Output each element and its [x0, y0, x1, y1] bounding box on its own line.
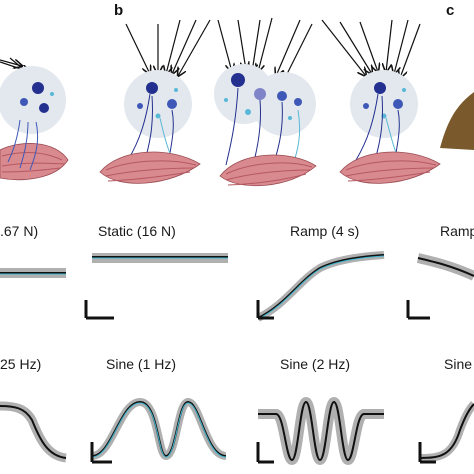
trace-sine-partial [0, 401, 67, 463]
trace-label-ramp-partial: Ramp [440, 223, 474, 239]
motor-neuron [155, 113, 161, 119]
motor-neuron [174, 88, 178, 92]
trace-ramp-partial [416, 253, 474, 281]
trace-label-sine-1hz: Sine (1 Hz) [106, 356, 176, 372]
trace-label-sine-right: Sine [444, 356, 472, 372]
panel-a-partial: d t [0, 57, 69, 181]
muscle [339, 151, 441, 184]
motor-neuron [224, 98, 228, 102]
motor-neuron [167, 99, 177, 109]
motor-pool-2 [214, 17, 317, 187]
panel-c-illustration [440, 92, 474, 150]
motor-pool-circle [0, 66, 66, 134]
trace-static-16n [92, 253, 228, 263]
muscle [0, 119, 69, 181]
scale-bars [84, 300, 436, 464]
trace-sine-2hz [258, 396, 384, 466]
motor-neuron [294, 98, 302, 106]
motor-neuron [393, 99, 403, 109]
trace-label-static-partial: .67 N) [0, 223, 38, 239]
motor-neuron [39, 103, 49, 113]
trace-label-ramp-4s: Ramp (4 s) [290, 223, 359, 239]
motor-neuron [402, 88, 406, 92]
trace-label-sine-partial: 25 Hz) [0, 356, 41, 372]
motor-neuron [374, 82, 386, 94]
motor-neuron [20, 98, 28, 106]
muscle [99, 151, 201, 184]
motor-neuron [146, 82, 158, 94]
motor-neuron [32, 82, 44, 94]
motor-neuron [288, 116, 292, 120]
trace-sine-right [419, 401, 474, 462]
trace-ramp-4s [256, 251, 385, 322]
motor-neuron [363, 103, 369, 109]
trace-sine-1hz [91, 397, 227, 461]
trace-static-partial [0, 268, 66, 278]
motor-neuron [245, 109, 251, 115]
motor-neuron [231, 73, 245, 87]
panel-letter-c: c [446, 2, 454, 19]
motor-neuron [137, 103, 143, 109]
motor-pool-circle [252, 72, 316, 136]
motor-neuron [50, 92, 54, 96]
motor-neuron [254, 88, 266, 100]
motor-pool-3 [321, 19, 441, 184]
motor-pool-circle [350, 70, 418, 138]
panel-letter-b: b [114, 2, 123, 19]
trace-label-sine-2hz: Sine (2 Hz) [280, 356, 350, 372]
motor-pool-circle [124, 70, 192, 138]
motor-pool-1 [99, 19, 211, 184]
motor-neuron [277, 91, 287, 101]
trace-label-static-16n: Static (16 N) [98, 223, 176, 239]
